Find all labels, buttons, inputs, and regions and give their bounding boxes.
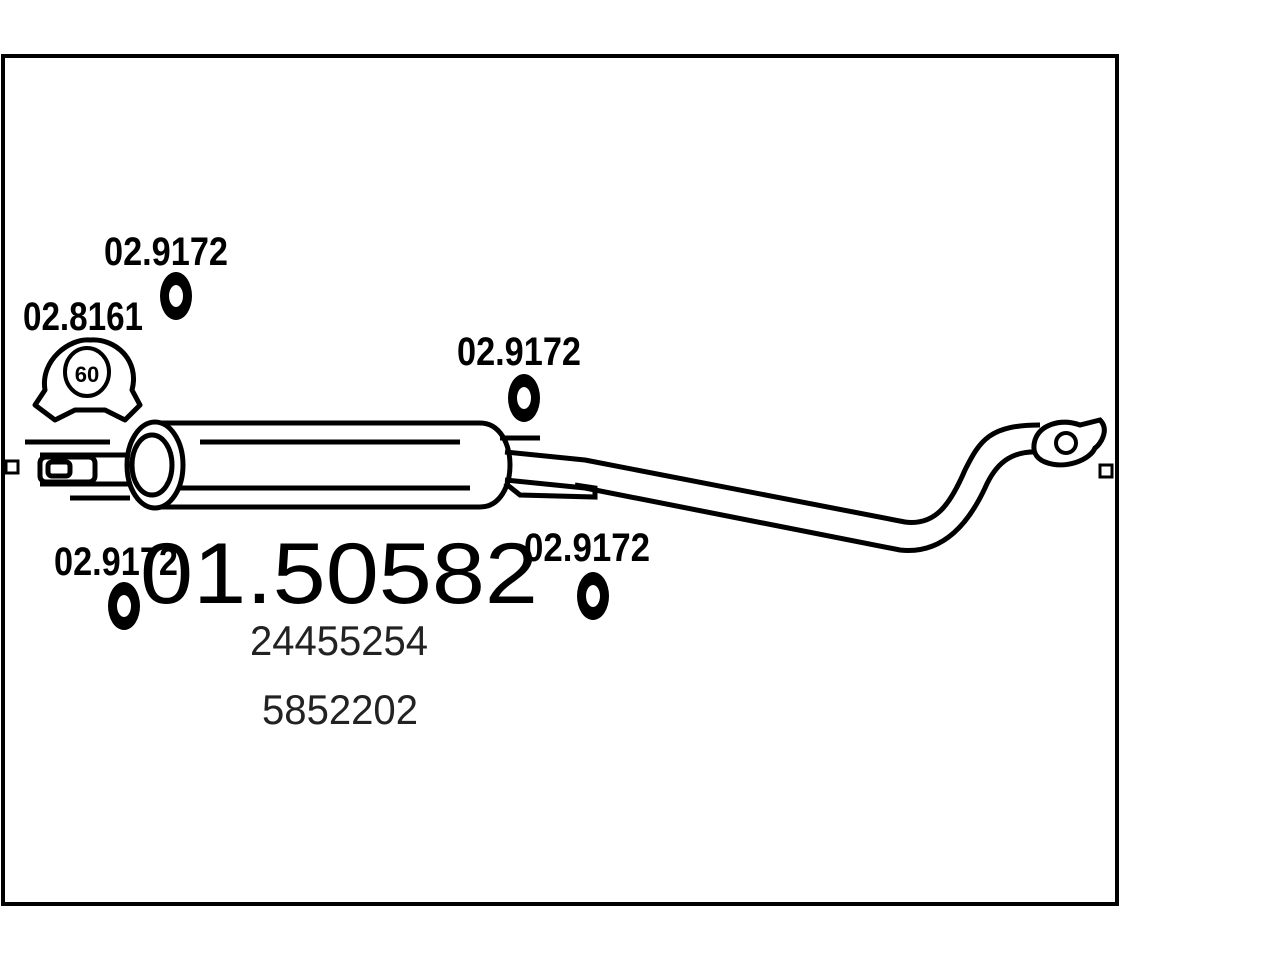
accessory-label: 02.9172 bbox=[457, 330, 581, 374]
frame-marker-left bbox=[4, 459, 20, 475]
frame-marker-right bbox=[1098, 463, 1114, 479]
rubber-hanger-icon bbox=[160, 272, 192, 320]
rubber-hanger-icon bbox=[508, 374, 540, 422]
rubber-hanger-icon bbox=[577, 572, 609, 620]
accessory-label: 02.9172 bbox=[524, 526, 650, 570]
outlet-flange bbox=[1031, 417, 1107, 468]
clamp-icon: 60 bbox=[32, 337, 143, 423]
accessory-label: 02.9172 bbox=[54, 540, 178, 584]
clamp-size-badge: 60 bbox=[75, 362, 99, 387]
pipe-bracket bbox=[503, 481, 598, 500]
inlet-pipe bbox=[25, 439, 150, 501]
oe-reference: 5852202 bbox=[262, 686, 418, 733]
accessory-label: 02.9172 bbox=[104, 230, 228, 274]
accessory-label: 02.8161 bbox=[23, 295, 143, 339]
muffler bbox=[124, 419, 540, 511]
part-number: 01.50582 bbox=[140, 526, 538, 622]
tail-pipe bbox=[504, 422, 1041, 553]
oe-reference: 24455254 bbox=[250, 617, 428, 664]
rubber-hanger-icon bbox=[108, 582, 140, 630]
diagram-frame bbox=[1, 54, 1119, 906]
